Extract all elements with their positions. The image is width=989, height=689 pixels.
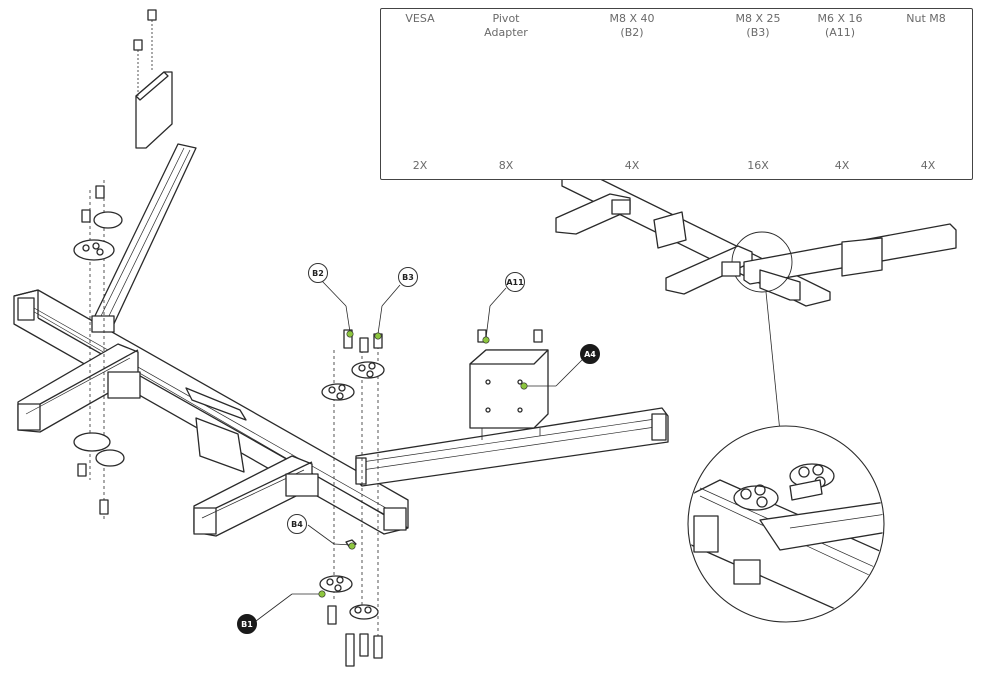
top-vesa-bracket [133,9,173,149]
part-name-m6x16: M6 X 16 (A11) [817,12,863,39]
right-arm-beam [355,407,669,487]
part-name-m8x40: M8 X 40 (B2) [609,12,655,39]
cross-beam-left [17,343,141,433]
part-name-m8x25: M8 X 25 (B3) [735,12,781,39]
part-name-vesa: VESA [405,12,435,25]
upright-beam [91,143,197,333]
callout-b1: B1 [237,614,257,634]
parts-legend-box [380,8,973,180]
callout-a11: A11 [505,272,525,292]
callout-b4: B4 [287,514,307,534]
cross-beam-center [193,455,319,537]
center-pivot-stack [319,329,385,667]
center-hub [185,387,247,473]
overview-assembly [555,171,957,307]
left-pivot-stack [73,180,125,520]
part-qty-m6x16: 4X [834,159,850,172]
part-name-pivot-adapter: Pivot Adapter [484,12,528,39]
part-qty-vesa: 2X [412,159,428,172]
callout-a4: A4 [580,344,600,364]
part-qty-m8x25: 16X [747,159,769,172]
callout-b3: B3 [398,267,418,287]
detail-view [687,425,885,623]
part-qty-nut-m8: 4X [920,159,936,172]
part-qty-pivot-adapter: 8X [498,159,514,172]
part-qty-m8x40: 4X [624,159,640,172]
right-vesa-bracket [469,329,549,440]
callout-b2: B2 [308,263,328,283]
part-name-nut-m8: Nut M8 [906,12,946,25]
